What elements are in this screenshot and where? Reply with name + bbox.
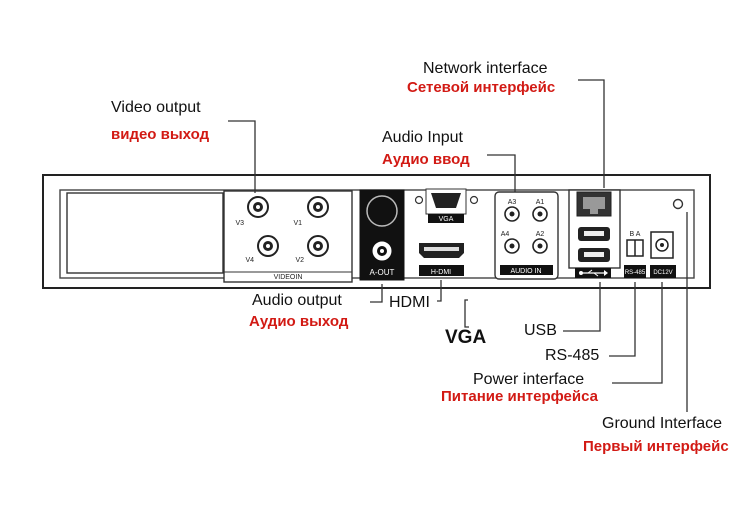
ground-screw [672,198,684,210]
power-interface-label-ru: Питание интерфейса [441,388,598,405]
rs485-port-label: RS-485 [625,270,646,276]
vga-label: VGA [445,327,487,348]
video-output-label: Video output [111,99,201,116]
vga-connector [431,193,461,208]
network-interface-label: Network interface [423,60,548,77]
bnc-label-v3: V3 [235,220,244,227]
bnc-v1 [307,196,329,218]
bnc-v2 [307,235,329,257]
audio-output-label: Audio output [252,292,342,309]
hdmi-port-label: H-DMI [431,269,451,276]
rca-a4 [504,238,520,254]
vga-port-label: VGA [439,216,454,223]
audio-in-label: AUDIO IN [510,268,541,275]
video-output-label-ru: видео выход [111,126,210,143]
leader-lines [228,79,688,412]
audio-input-label: Audio Input [382,129,463,146]
power-interface-label: Power interface [473,371,585,388]
usb-label: USB [524,322,557,339]
hdmi-label: HDMI [389,294,430,311]
bnc-label-v4: V4 [245,257,254,264]
rs485-label: RS-485 [545,347,600,364]
rca-a2 [532,238,548,254]
rca-label-a3: A3 [508,199,517,206]
rca-label-a1: A1 [536,199,545,206]
audio-input-label-ru: Аудио ввод [382,151,470,168]
dc-jack [655,238,669,252]
videoin-label: VIDEOIN [274,274,303,281]
bnc-label-v2: V2 [295,257,304,264]
rca-label-a4: A4 [501,231,510,238]
rca-a1 [532,206,548,222]
videoin-block [223,190,353,283]
rca-label-a2: A2 [536,231,545,238]
audio-output-label-ru: Аудио выход [249,313,349,330]
bnc-v4 [257,235,279,257]
dc12v-label: DC12V [653,270,672,276]
bnc-label-v1: V1 [293,220,302,227]
bnc-v3 [247,196,269,218]
blank-plate [66,192,224,274]
aout-label: A-OUT [370,268,395,277]
ground-interface-label-ru: Первый интерфейс [583,438,729,455]
rca-a3 [504,206,520,222]
ground-interface-label: Ground Interface [602,415,723,432]
network-interface-label-ru: Сетевой интерфейс [407,79,556,96]
usb-symbol-icon [579,269,608,277]
rs485-ab-label: B A [630,231,641,238]
